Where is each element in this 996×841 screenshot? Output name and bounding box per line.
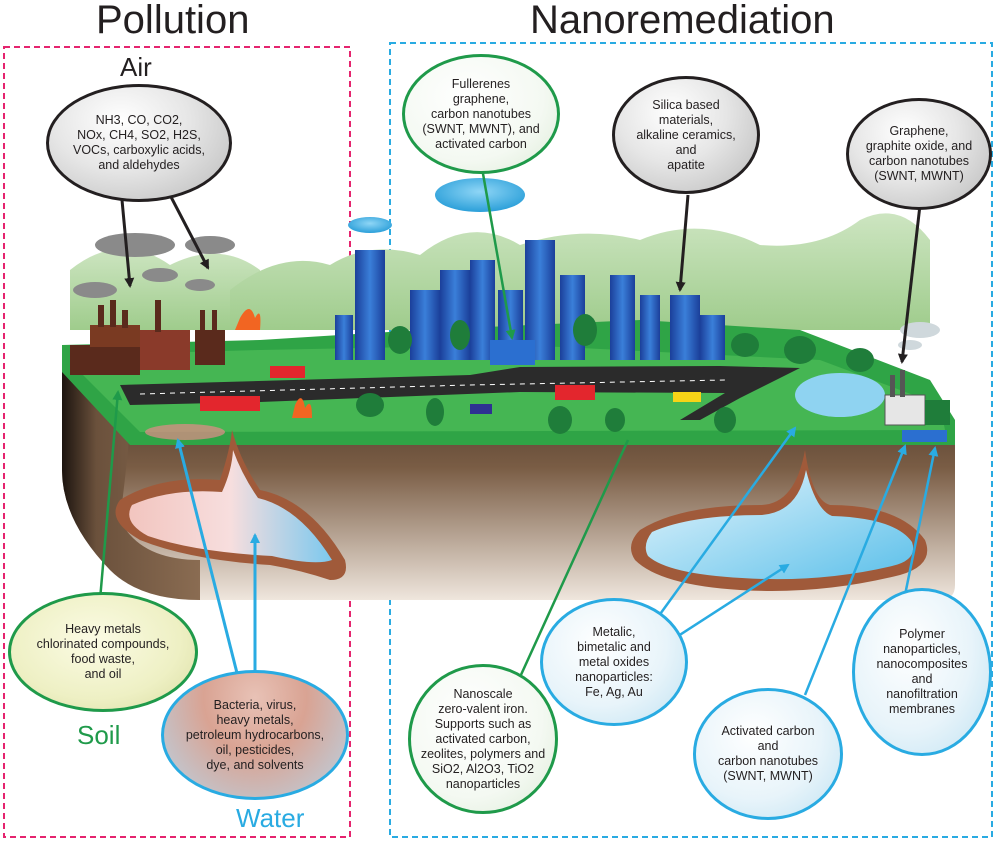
- soil-label: Soil: [77, 720, 121, 750]
- arrow-metallic-to-lake: [648, 426, 797, 629]
- pollution-title: Pollution: [96, 0, 250, 42]
- fullerenes-text: Fullerenes graphene, carbon nanotubes (S…: [422, 76, 540, 151]
- clean-aquifer: [631, 450, 928, 591]
- silica-text: Silica based materials, alkaline ceramic…: [636, 97, 736, 172]
- activated-carbon-bubble: Activated carbon and carbon nanotubes (S…: [693, 688, 843, 820]
- background-hills: [70, 213, 930, 330]
- metallic-nanoparticles-bubble: Metalic, bimetalic and metal oxides nano…: [540, 598, 688, 726]
- air-pollutants-text: NH3, CO, CO2, NOx, CH4, SO2, H2S, VOCs, …: [73, 113, 205, 172]
- metallic-text: Metalic, bimetalic and metal oxides nano…: [575, 624, 653, 699]
- polymer-text: Polymer nanoparticles, nanocomposites an…: [876, 627, 968, 716]
- air-pollutants-bubble: NH3, CO, CO2, NOx, CH4, SO2, H2S, VOCs, …: [46, 84, 232, 202]
- arrow-air-to-factory-1: [120, 199, 135, 288]
- arrow-water-to-pond: [175, 438, 240, 678]
- silica-bubble: Silica based materials, alkaline ceramic…: [612, 76, 760, 194]
- arrow-air-to-factory-2: [168, 194, 210, 270]
- arrow-graphene-to-factory: [897, 204, 922, 364]
- polymer-nanoparticles-bubble: Polymer nanoparticles, nanocomposites an…: [852, 588, 992, 756]
- arrow-silica-to-city: [675, 194, 690, 292]
- arrow-metallic-to-aquifer: [674, 563, 790, 640]
- nzvi-bubble: Nanoscale zero-valent iron. Supports suc…: [408, 664, 558, 814]
- nzvi-text: Nanoscale zero-valent iron. Supports suc…: [420, 686, 546, 791]
- soil-pollutants-text: Heavy metals chlorinated compounds, food…: [36, 622, 170, 681]
- arrow-polymer-to-membrane: [903, 446, 939, 596]
- arrow-soil-to-ground: [98, 390, 123, 601]
- trees: [356, 314, 874, 434]
- fullerenes-bubble: Fullerenes graphene, carbon nanotubes (S…: [402, 54, 560, 174]
- water-pollutants-bubble: Bacteria, virus, heavy metals, petroleum…: [161, 670, 349, 800]
- arrow-fullerenes-to-building: [480, 167, 516, 340]
- water-label: Water: [236, 803, 305, 833]
- factories-polluting: [70, 300, 312, 418]
- sky-clouds: [348, 178, 525, 233]
- air-label: Air: [120, 52, 152, 82]
- roads: [120, 366, 800, 420]
- city-buildings: [335, 240, 725, 365]
- arrow-nzvi-to-ground: [513, 439, 630, 689]
- activated-carbon-text: Activated carbon and carbon nanotubes (S…: [717, 724, 819, 783]
- graphene-bubble: Graphene, graphite oxide, and carbon nan…: [846, 98, 992, 210]
- polluted-pond: [145, 424, 225, 440]
- clean-factory: [884, 370, 950, 442]
- surface-lake: [795, 373, 885, 417]
- nanoremediation-title: Nanoremediation: [530, 0, 835, 42]
- arrow-activated-carbon-to-membrane: [803, 444, 907, 696]
- soil-pollutants-bubble: Heavy metals chlorinated compounds, food…: [8, 592, 198, 712]
- graphene-text: Graphene, graphite oxide, and carbon nan…: [865, 124, 973, 183]
- polluted-aquifer: [115, 430, 346, 580]
- vehicles: [200, 366, 701, 414]
- water-pollutants-text: Bacteria, virus, heavy metals, petroleum…: [185, 697, 325, 772]
